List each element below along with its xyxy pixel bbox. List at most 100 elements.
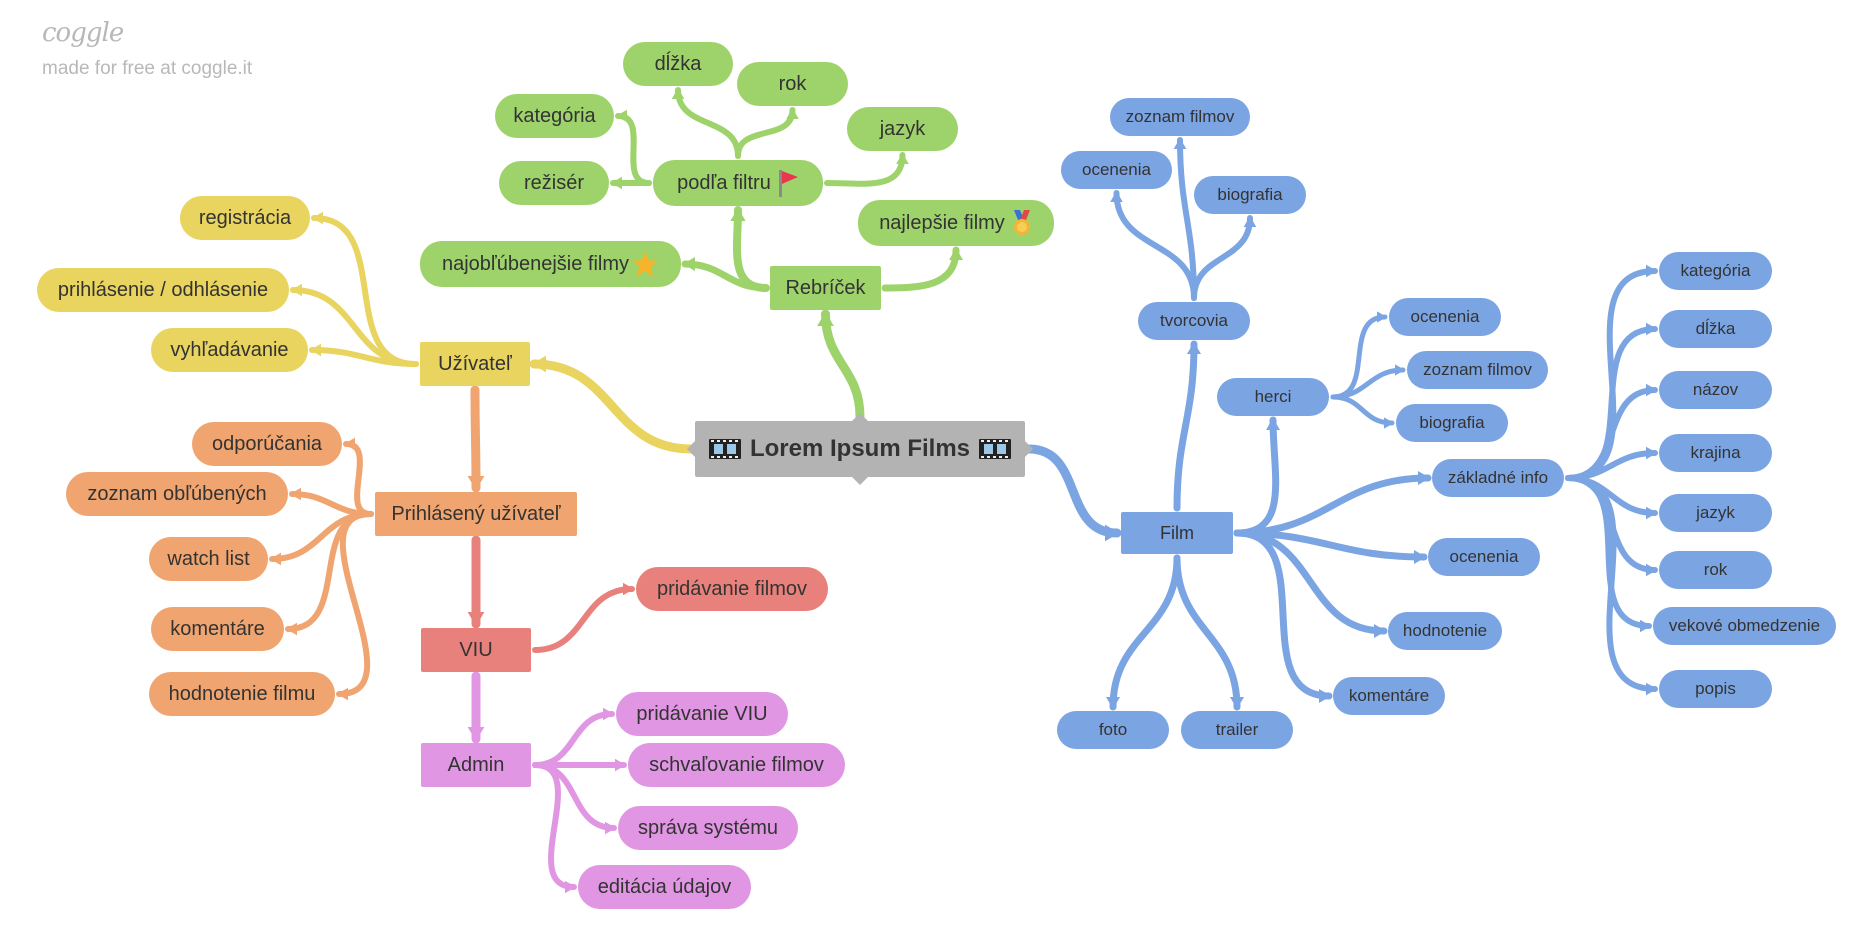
node-zk2[interactable]: názov bbox=[1659, 371, 1772, 409]
node-label: trailer bbox=[1215, 720, 1259, 739]
connector-arrow-zk-zk0 bbox=[1646, 264, 1657, 278]
root-add-handle[interactable] bbox=[852, 477, 868, 485]
connector-flt-f0 bbox=[675, 87, 741, 159]
node-najoblubenejsie-filmy[interactable]: najobľúbenejšie filmy bbox=[420, 241, 681, 287]
film-frames-icon bbox=[978, 437, 1012, 461]
node-hodnotenie[interactable]: hodnotenie bbox=[1388, 612, 1502, 650]
node-tv2[interactable]: biografia bbox=[1194, 176, 1306, 214]
node-label: rok bbox=[778, 72, 807, 95]
node-label: vekové obmedzenie bbox=[1668, 616, 1821, 635]
node-label: krajina bbox=[1690, 443, 1741, 462]
node-label: Užívateľ bbox=[438, 352, 512, 375]
connector-tv-tv0 bbox=[1177, 137, 1197, 301]
branch-viu[interactable]: VIU bbox=[421, 628, 531, 672]
node-label: Rebríček bbox=[785, 276, 866, 299]
node-label: editácia údajov bbox=[597, 875, 732, 898]
node-label: hodnotenie filmu bbox=[168, 682, 316, 705]
node-pr2[interactable]: watch list bbox=[149, 537, 268, 581]
connector-arrow-zk-zk3 bbox=[1646, 446, 1657, 460]
node-label: Film bbox=[1160, 522, 1194, 543]
node-zk7[interactable]: popis bbox=[1659, 670, 1772, 708]
root-add-handle[interactable] bbox=[687, 441, 695, 457]
node-f4[interactable]: režisér bbox=[499, 161, 609, 205]
node-zk5[interactable]: rok bbox=[1659, 551, 1772, 589]
node-zk4[interactable]: jazyk bbox=[1659, 494, 1772, 532]
node-podla-filtru[interactable]: podľa filtru bbox=[653, 160, 823, 206]
connector-viu-viu0 bbox=[532, 586, 635, 653]
node-ad1[interactable]: schvaľovanie filmov bbox=[628, 743, 845, 787]
connector-arrow-film-fo bbox=[1106, 697, 1120, 709]
connector-film-tr bbox=[1173, 554, 1241, 711]
node-ad0[interactable]: pridávanie VIU bbox=[616, 692, 788, 736]
node-pr4[interactable]: hodnotenie filmu bbox=[149, 672, 335, 716]
node-ocenenia[interactable]: ocenenia bbox=[1428, 538, 1540, 576]
node-label: rok bbox=[1703, 560, 1728, 579]
node-zk6[interactable]: vekové obmedzenie bbox=[1653, 607, 1836, 645]
node-label: komentáre bbox=[170, 617, 265, 640]
connector-arrow-viu-viu0 bbox=[623, 582, 634, 596]
node-ad2[interactable]: správa systému bbox=[618, 806, 798, 850]
connector-arrow-ad-ad1 bbox=[615, 758, 626, 772]
root-add-handle[interactable] bbox=[852, 413, 868, 421]
node-zk1[interactable]: dĺžka bbox=[1659, 310, 1772, 348]
red-flag-icon bbox=[777, 169, 799, 197]
node-herci[interactable]: herci bbox=[1217, 378, 1329, 416]
node-foto[interactable]: foto bbox=[1057, 711, 1169, 749]
node-label: foto bbox=[1098, 720, 1128, 739]
node-f0[interactable]: dĺžka bbox=[623, 42, 733, 86]
branch-prihlaseny-uzivatel[interactable]: Prihlásený užívateľ bbox=[375, 492, 577, 536]
connector-arrow-pr-viu bbox=[467, 612, 485, 626]
node-tv1[interactable]: ocenenia bbox=[1061, 151, 1172, 189]
connector-arrow-tv-tv0 bbox=[1173, 138, 1187, 149]
node-tvorcovia[interactable]: tvorcovia bbox=[1138, 302, 1250, 340]
node-pr0[interactable]: odporúčania bbox=[192, 422, 342, 466]
node-zk0[interactable]: kategória bbox=[1659, 252, 1772, 290]
node-label: kategória bbox=[1680, 261, 1751, 280]
branch-rebricek[interactable]: Rebríček bbox=[770, 266, 881, 310]
branch-film[interactable]: Film bbox=[1121, 512, 1233, 554]
connector-arrow-film-he bbox=[1266, 418, 1280, 430]
node-komentare[interactable]: komentáre bbox=[1333, 677, 1445, 715]
branch-uzivatel[interactable]: Užívateľ bbox=[420, 342, 530, 386]
node-najlepsie-filmy[interactable]: najlepšie filmy bbox=[858, 200, 1054, 246]
coggle-logo: coggle bbox=[42, 18, 124, 48]
node-he1[interactable]: zoznam filmov bbox=[1407, 351, 1548, 389]
connector-tv-tv1 bbox=[1113, 190, 1197, 301]
node-f1[interactable]: rok bbox=[737, 62, 848, 106]
node-label: zoznam filmov bbox=[1423, 360, 1532, 379]
root-node[interactable]: Lorem Ipsum Films bbox=[695, 421, 1025, 477]
node-pr3[interactable]: komentáre bbox=[151, 607, 284, 651]
node-uz1[interactable]: prihlásenie / odhlásenie bbox=[37, 268, 289, 312]
connector-arrow-uz-uz1 bbox=[291, 283, 302, 297]
node-label: pridávanie filmov bbox=[656, 577, 808, 600]
node-label: VIU bbox=[459, 638, 493, 661]
connector-root-rb bbox=[821, 309, 865, 422]
connector-uz-uz2 bbox=[309, 347, 419, 367]
connector-arrow-rb-best bbox=[949, 248, 963, 260]
node-label: herci bbox=[1254, 387, 1292, 406]
branch-admin[interactable]: Admin bbox=[421, 743, 531, 787]
node-zakladne-info[interactable]: základné info bbox=[1432, 459, 1564, 497]
node-trailer[interactable]: trailer bbox=[1181, 711, 1293, 749]
connector-arrow-film-ho bbox=[1374, 624, 1386, 638]
node-pr1[interactable]: zoznam obľúbených bbox=[66, 472, 288, 516]
node-uz2[interactable]: vyhľadávanie bbox=[151, 328, 308, 372]
node-he0[interactable]: ocenenia bbox=[1389, 298, 1501, 336]
node-f3[interactable]: jazyk bbox=[847, 107, 958, 151]
connector-arrow-ad-ad2 bbox=[605, 821, 616, 835]
connector-rb-flt bbox=[733, 206, 770, 292]
connector-pr-pr4 bbox=[336, 511, 374, 697]
node-viu0[interactable]: pridávanie filmov bbox=[636, 567, 828, 611]
connector-root-uz bbox=[529, 359, 696, 454]
node-tv0[interactable]: zoznam filmov bbox=[1110, 98, 1250, 136]
node-zk3[interactable]: krajina bbox=[1659, 434, 1772, 472]
node-ad3[interactable]: editácia údajov bbox=[578, 865, 751, 909]
connector-pr-pr0 bbox=[343, 441, 374, 517]
node-he2[interactable]: biografia bbox=[1396, 404, 1508, 442]
node-f2[interactable]: kategória bbox=[495, 94, 614, 138]
connector-arrow-he-he1 bbox=[1395, 364, 1405, 376]
connector-he-he2 bbox=[1330, 394, 1395, 426]
node-uz0[interactable]: registrácia bbox=[180, 196, 310, 240]
root-add-handle[interactable] bbox=[1025, 441, 1033, 457]
